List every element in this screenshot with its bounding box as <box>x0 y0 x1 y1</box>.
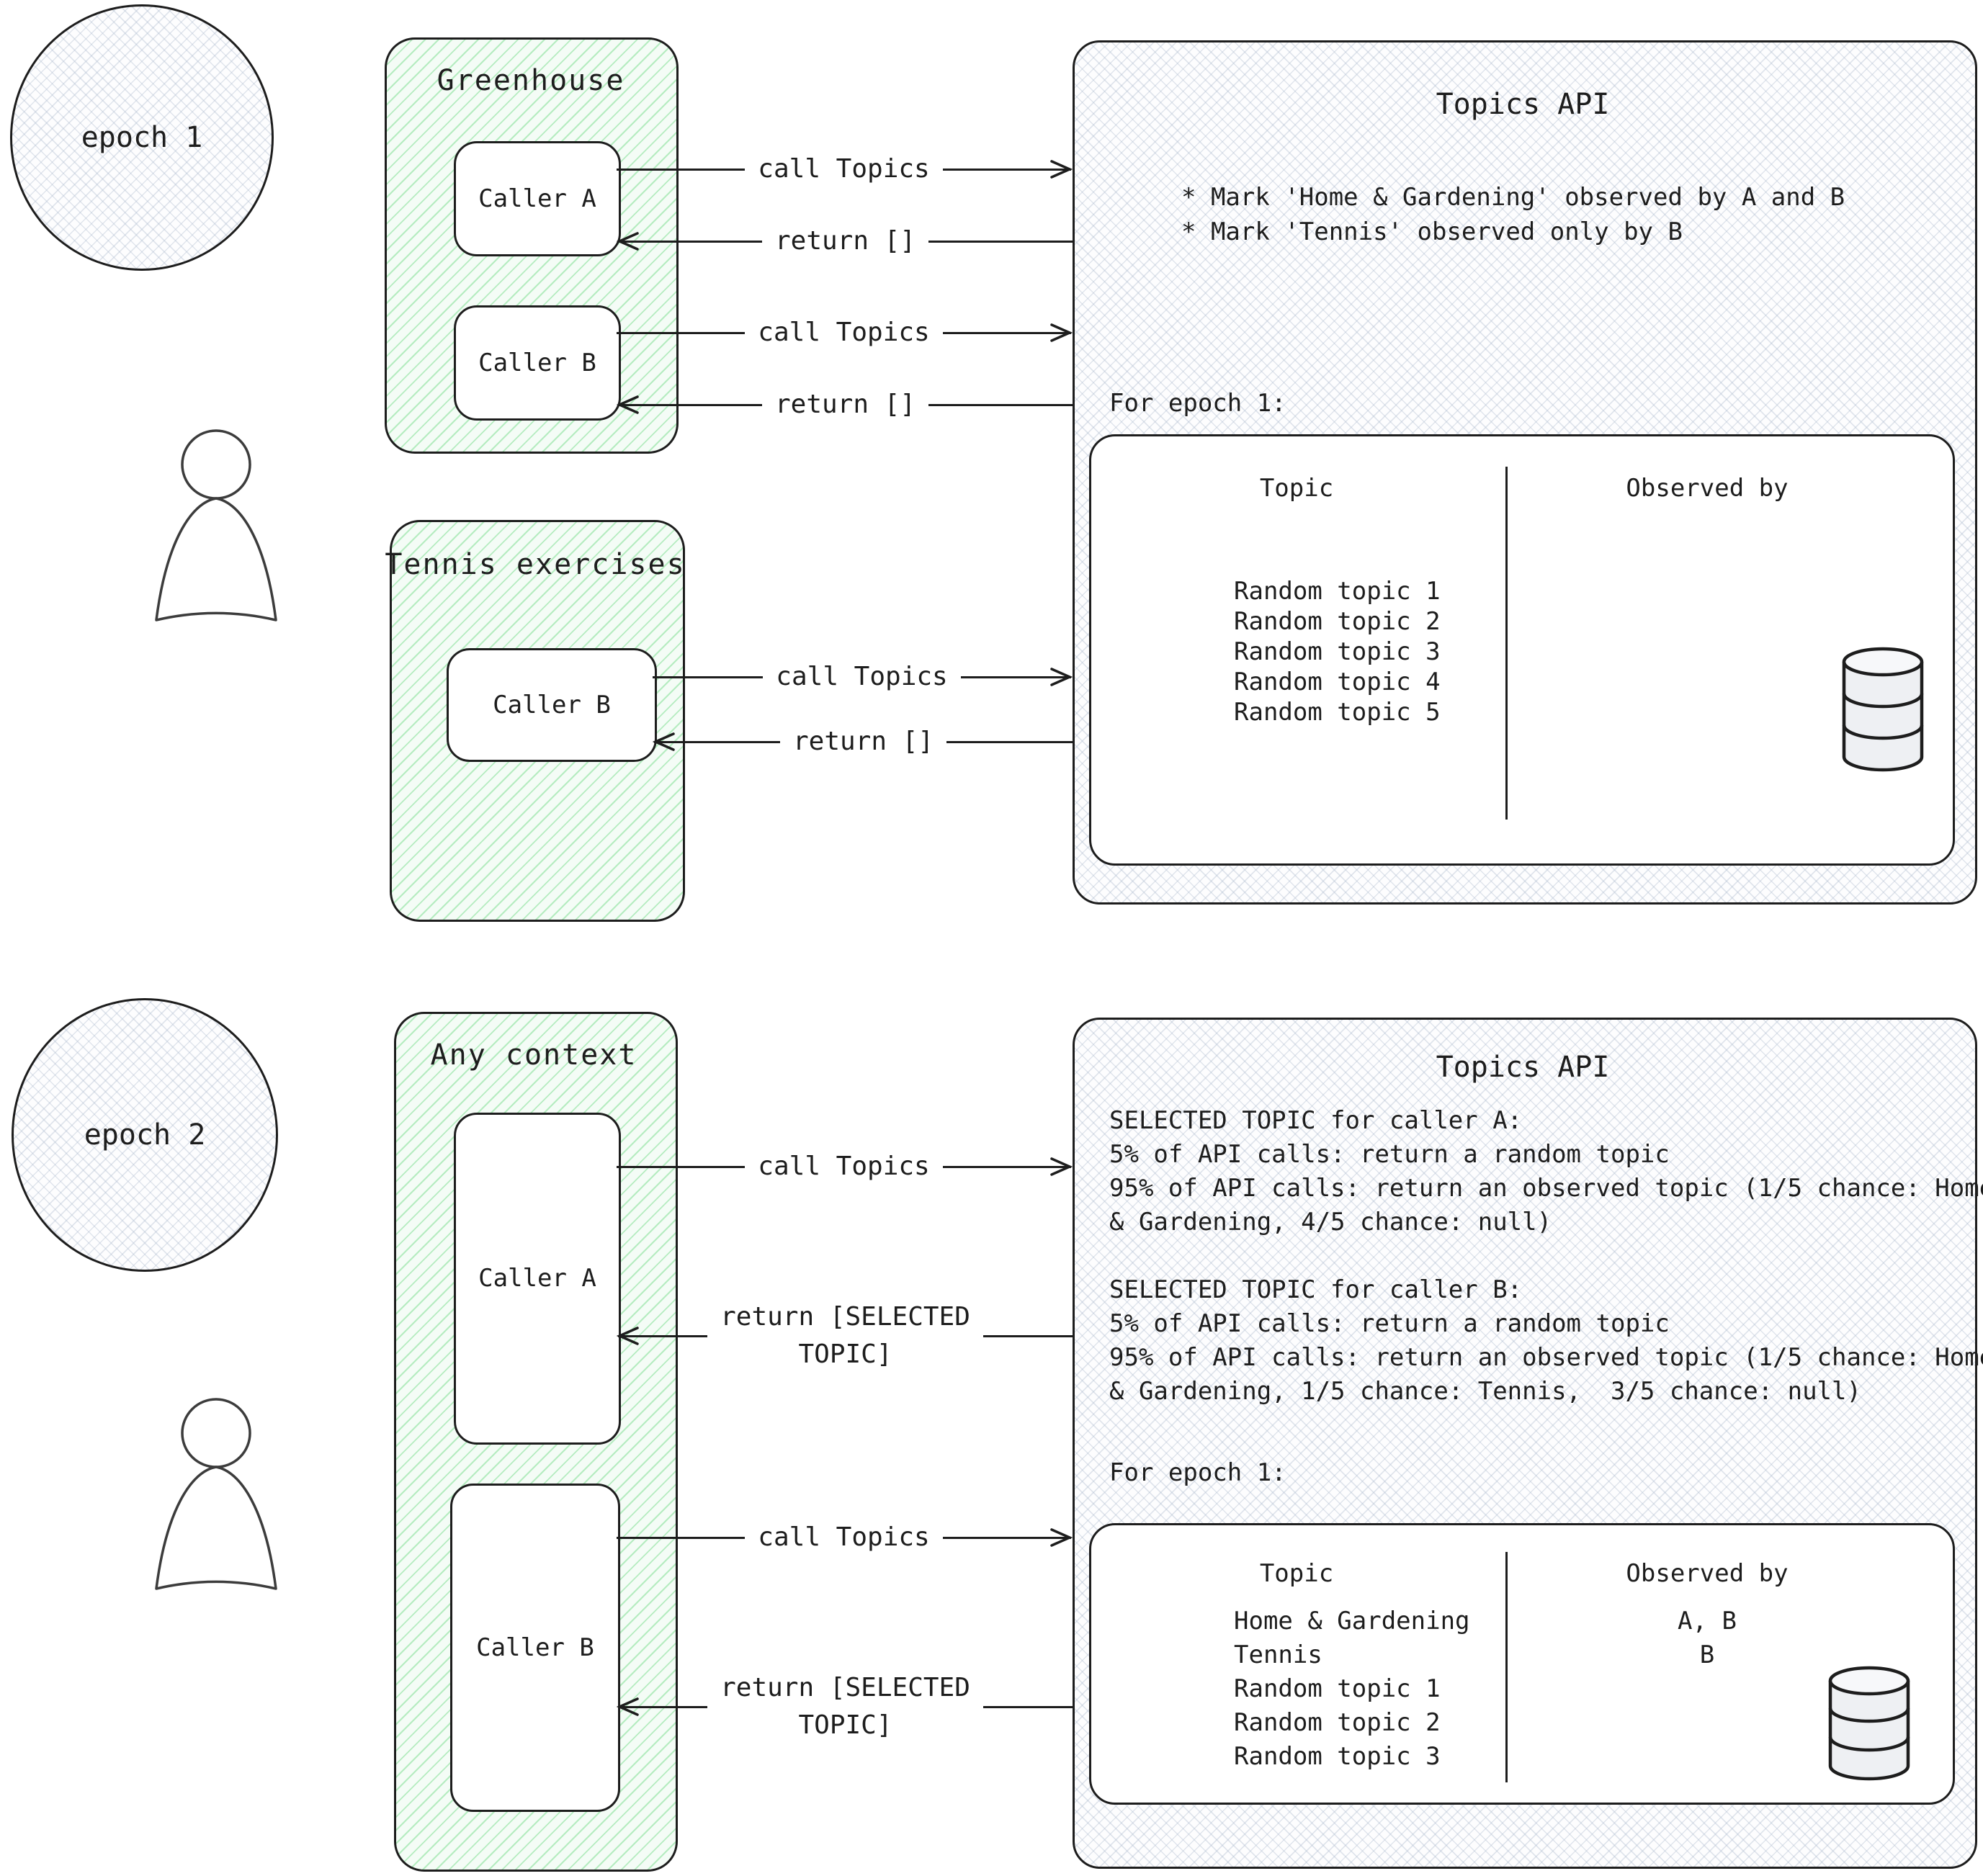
call-topics-arrow-tennis: call Topics <box>653 655 1073 699</box>
arrow-label: call Topics <box>758 1522 930 1552</box>
topics-api-title: Topics API <box>1436 1051 1610 1084</box>
table-row: Home & Gardening <box>1234 1607 1470 1635</box>
selection-rule-line: SELECTED TOPIC for caller B: <box>1109 1275 1523 1304</box>
person-icon <box>155 429 277 621</box>
epoch2-circle: epoch 2 <box>12 998 278 1272</box>
arrowhead-right-icon <box>1050 160 1073 179</box>
arrow-label: return [] <box>774 225 916 256</box>
table-cell: A, B <box>1678 1607 1737 1635</box>
tennis-caller-b-box: Caller B <box>447 648 657 762</box>
arrowhead-right-icon <box>1050 1528 1073 1547</box>
database-icon <box>1842 647 1924 772</box>
return-empty-arrow-b: return [] <box>617 383 1073 426</box>
selection-rule-line: & Gardening, 4/5 chance: null) <box>1109 1208 1552 1237</box>
table-row: Random topic 1 <box>1234 1674 1441 1703</box>
arrow-label: return [] <box>774 389 916 419</box>
arrow-label: call Topics <box>758 1151 930 1181</box>
database-icon <box>1828 1666 1910 1781</box>
topics-table-epoch1 <box>1089 434 1955 866</box>
caller-a-label: Caller A <box>478 184 596 213</box>
table-observed-column: A, B B <box>1563 1605 1851 1672</box>
selection-rule-line <box>1109 1239 1983 1273</box>
greenhouse-caller-a-box: Caller A <box>454 141 621 256</box>
arrow-label: return [] <box>792 726 934 756</box>
api-note-1: * Mark 'Home & Gardening' observed by A … <box>1181 183 1845 212</box>
table-row: Random topic 5 <box>1234 698 1441 727</box>
table-observed-header: Observed by <box>1626 473 1789 503</box>
call-topics-arrow-b: call Topics <box>617 311 1073 354</box>
table-topic-header: Topic <box>1259 1558 1334 1588</box>
arrow-label: return [SELECTED TOPIC] <box>707 1298 983 1373</box>
arrow-label-line1: return [SELECTED <box>720 1301 970 1332</box>
topics-table-epoch2 <box>1089 1523 1955 1805</box>
arrowhead-right-icon <box>1050 1157 1073 1176</box>
table-row: Random topic 2 <box>1234 1708 1441 1737</box>
call-topics-arrow-b2: call Topics <box>617 1516 1073 1559</box>
table-row: Tennis <box>1234 1641 1322 1669</box>
arrow-label-line1: return [SELECTED <box>720 1672 970 1702</box>
caller-b-label: Caller B <box>493 690 611 719</box>
selection-rule-line: SELECTED TOPIC for caller A: <box>1109 1106 1523 1135</box>
selection-rule-line: 95% of API calls: return an observed top… <box>1109 1174 1983 1203</box>
any-context-caller-a-box: Caller A <box>454 1113 621 1445</box>
selection-rule-line: & Gardening, 1/5 chance: Tennis, 3/5 cha… <box>1109 1377 1861 1406</box>
table-row: Random topic 3 <box>1234 637 1441 666</box>
person-icon <box>155 1398 277 1590</box>
arrow-label-line2: TOPIC] <box>798 1339 892 1369</box>
greenhouse-caller-b-box: Caller B <box>454 305 621 421</box>
topics-api-title: Topics API <box>1436 88 1610 121</box>
table-observed-header: Observed by <box>1626 1558 1789 1588</box>
table-divider <box>1505 1552 1508 1782</box>
arrowhead-right-icon <box>1050 668 1073 686</box>
selection-rules-text: SELECTED TOPIC for caller A: 5% of API c… <box>1109 1104 1983 1409</box>
arrow-label: call Topics <box>758 153 930 184</box>
epoch2-label: epoch 2 <box>84 1118 206 1152</box>
table-divider <box>1505 467 1508 820</box>
epoch1-label: epoch 1 <box>81 121 203 154</box>
table-row: Random topic 2 <box>1234 607 1441 636</box>
api-note-2: * Mark 'Tennis' observed only by B <box>1181 217 1683 246</box>
caller-b-label: Caller B <box>478 348 596 377</box>
call-topics-arrow-a2: call Topics <box>617 1145 1073 1188</box>
epoch-heading: For epoch 1: <box>1109 1458 1286 1487</box>
epoch-heading: For epoch 1: <box>1109 388 1286 418</box>
table-row: Random topic 3 <box>1234 1742 1441 1771</box>
table-topic-column: Home & Gardening Tennis Random topic 1 R… <box>1234 1605 1470 1774</box>
tennis-title: Tennis exercises <box>385 548 686 581</box>
table-topic-header: Topic <box>1259 473 1334 503</box>
selection-rule-line: 95% of API calls: return an observed top… <box>1109 1343 1983 1372</box>
return-selected-arrow-b2: return [SELECTED TOPIC] <box>617 1660 1073 1754</box>
table-topic-column: Random topic 1 Random topic 2 Random top… <box>1234 576 1441 727</box>
arrowhead-right-icon <box>1050 323 1073 342</box>
table-row: Random topic 4 <box>1234 668 1441 696</box>
epoch1-circle: epoch 1 <box>10 4 274 271</box>
return-empty-arrow-a: return [] <box>617 220 1073 263</box>
call-topics-arrow-a: call Topics <box>617 148 1073 191</box>
table-cell: B <box>1699 1641 1715 1669</box>
return-selected-arrow-a2: return [SELECTED TOPIC] <box>617 1289 1073 1383</box>
caller-a-label: Caller A <box>478 1264 596 1293</box>
arrow-label: call Topics <box>758 317 930 347</box>
table-row: Random topic 1 <box>1234 577 1441 606</box>
return-empty-arrow-tennis: return [] <box>653 720 1073 763</box>
caller-b-label: Caller B <box>476 1633 594 1662</box>
any-context-caller-b-box: Caller B <box>450 1484 620 1812</box>
selection-rule-line: 5% of API calls: return a random topic <box>1109 1140 1670 1169</box>
arrow-label: call Topics <box>776 661 948 691</box>
greenhouse-title: Greenhouse <box>437 64 625 97</box>
selection-rule-line: 5% of API calls: return a random topic <box>1109 1309 1670 1338</box>
arrow-label: return [SELECTED TOPIC] <box>707 1669 983 1744</box>
arrow-label-line2: TOPIC] <box>798 1710 892 1740</box>
any-context-title: Any context <box>430 1038 637 1072</box>
